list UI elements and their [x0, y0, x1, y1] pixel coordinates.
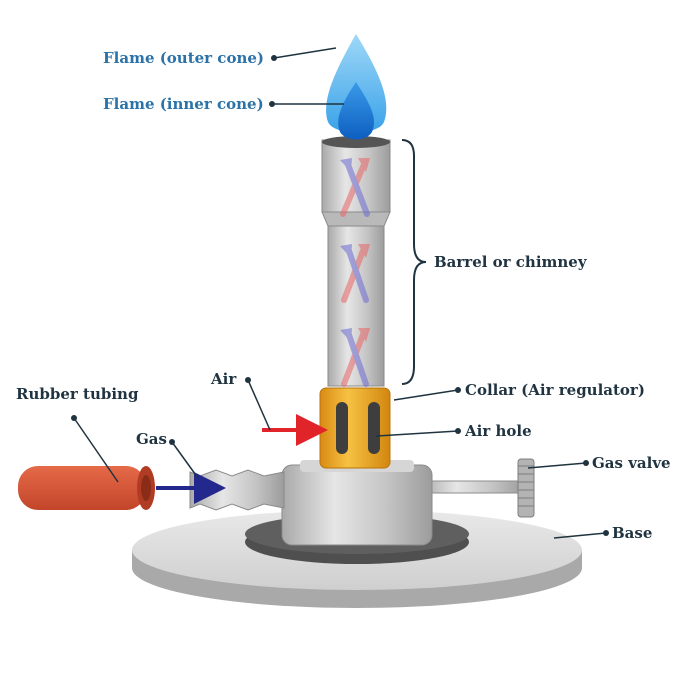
- label-flame-inner: Flame (inner cone): [103, 95, 264, 113]
- flame: [326, 34, 387, 140]
- leader-lines: [73, 47, 607, 539]
- barrel-bracket: [401, 139, 427, 385]
- label-barrel: Barrel or chimney: [434, 253, 587, 271]
- gas-valve: [419, 458, 535, 518]
- label-rubber-tubing: Rubber tubing: [16, 385, 139, 403]
- label-gas-valve: Gas valve: [592, 454, 671, 472]
- burner-body: [281, 460, 433, 546]
- flow-arrows: [340, 158, 370, 387]
- label-air-hole: Air hole: [465, 422, 532, 440]
- label-collar: Collar (Air regulator): [465, 381, 645, 399]
- label-flame-outer: Flame (outer cone): [103, 49, 264, 67]
- label-air: Air: [211, 370, 237, 388]
- collar: [319, 387, 391, 469]
- rubber-tubing: [18, 466, 155, 510]
- label-base: Base: [612, 524, 653, 542]
- leader-dots: [71, 55, 609, 536]
- label-gas: Gas: [136, 430, 167, 448]
